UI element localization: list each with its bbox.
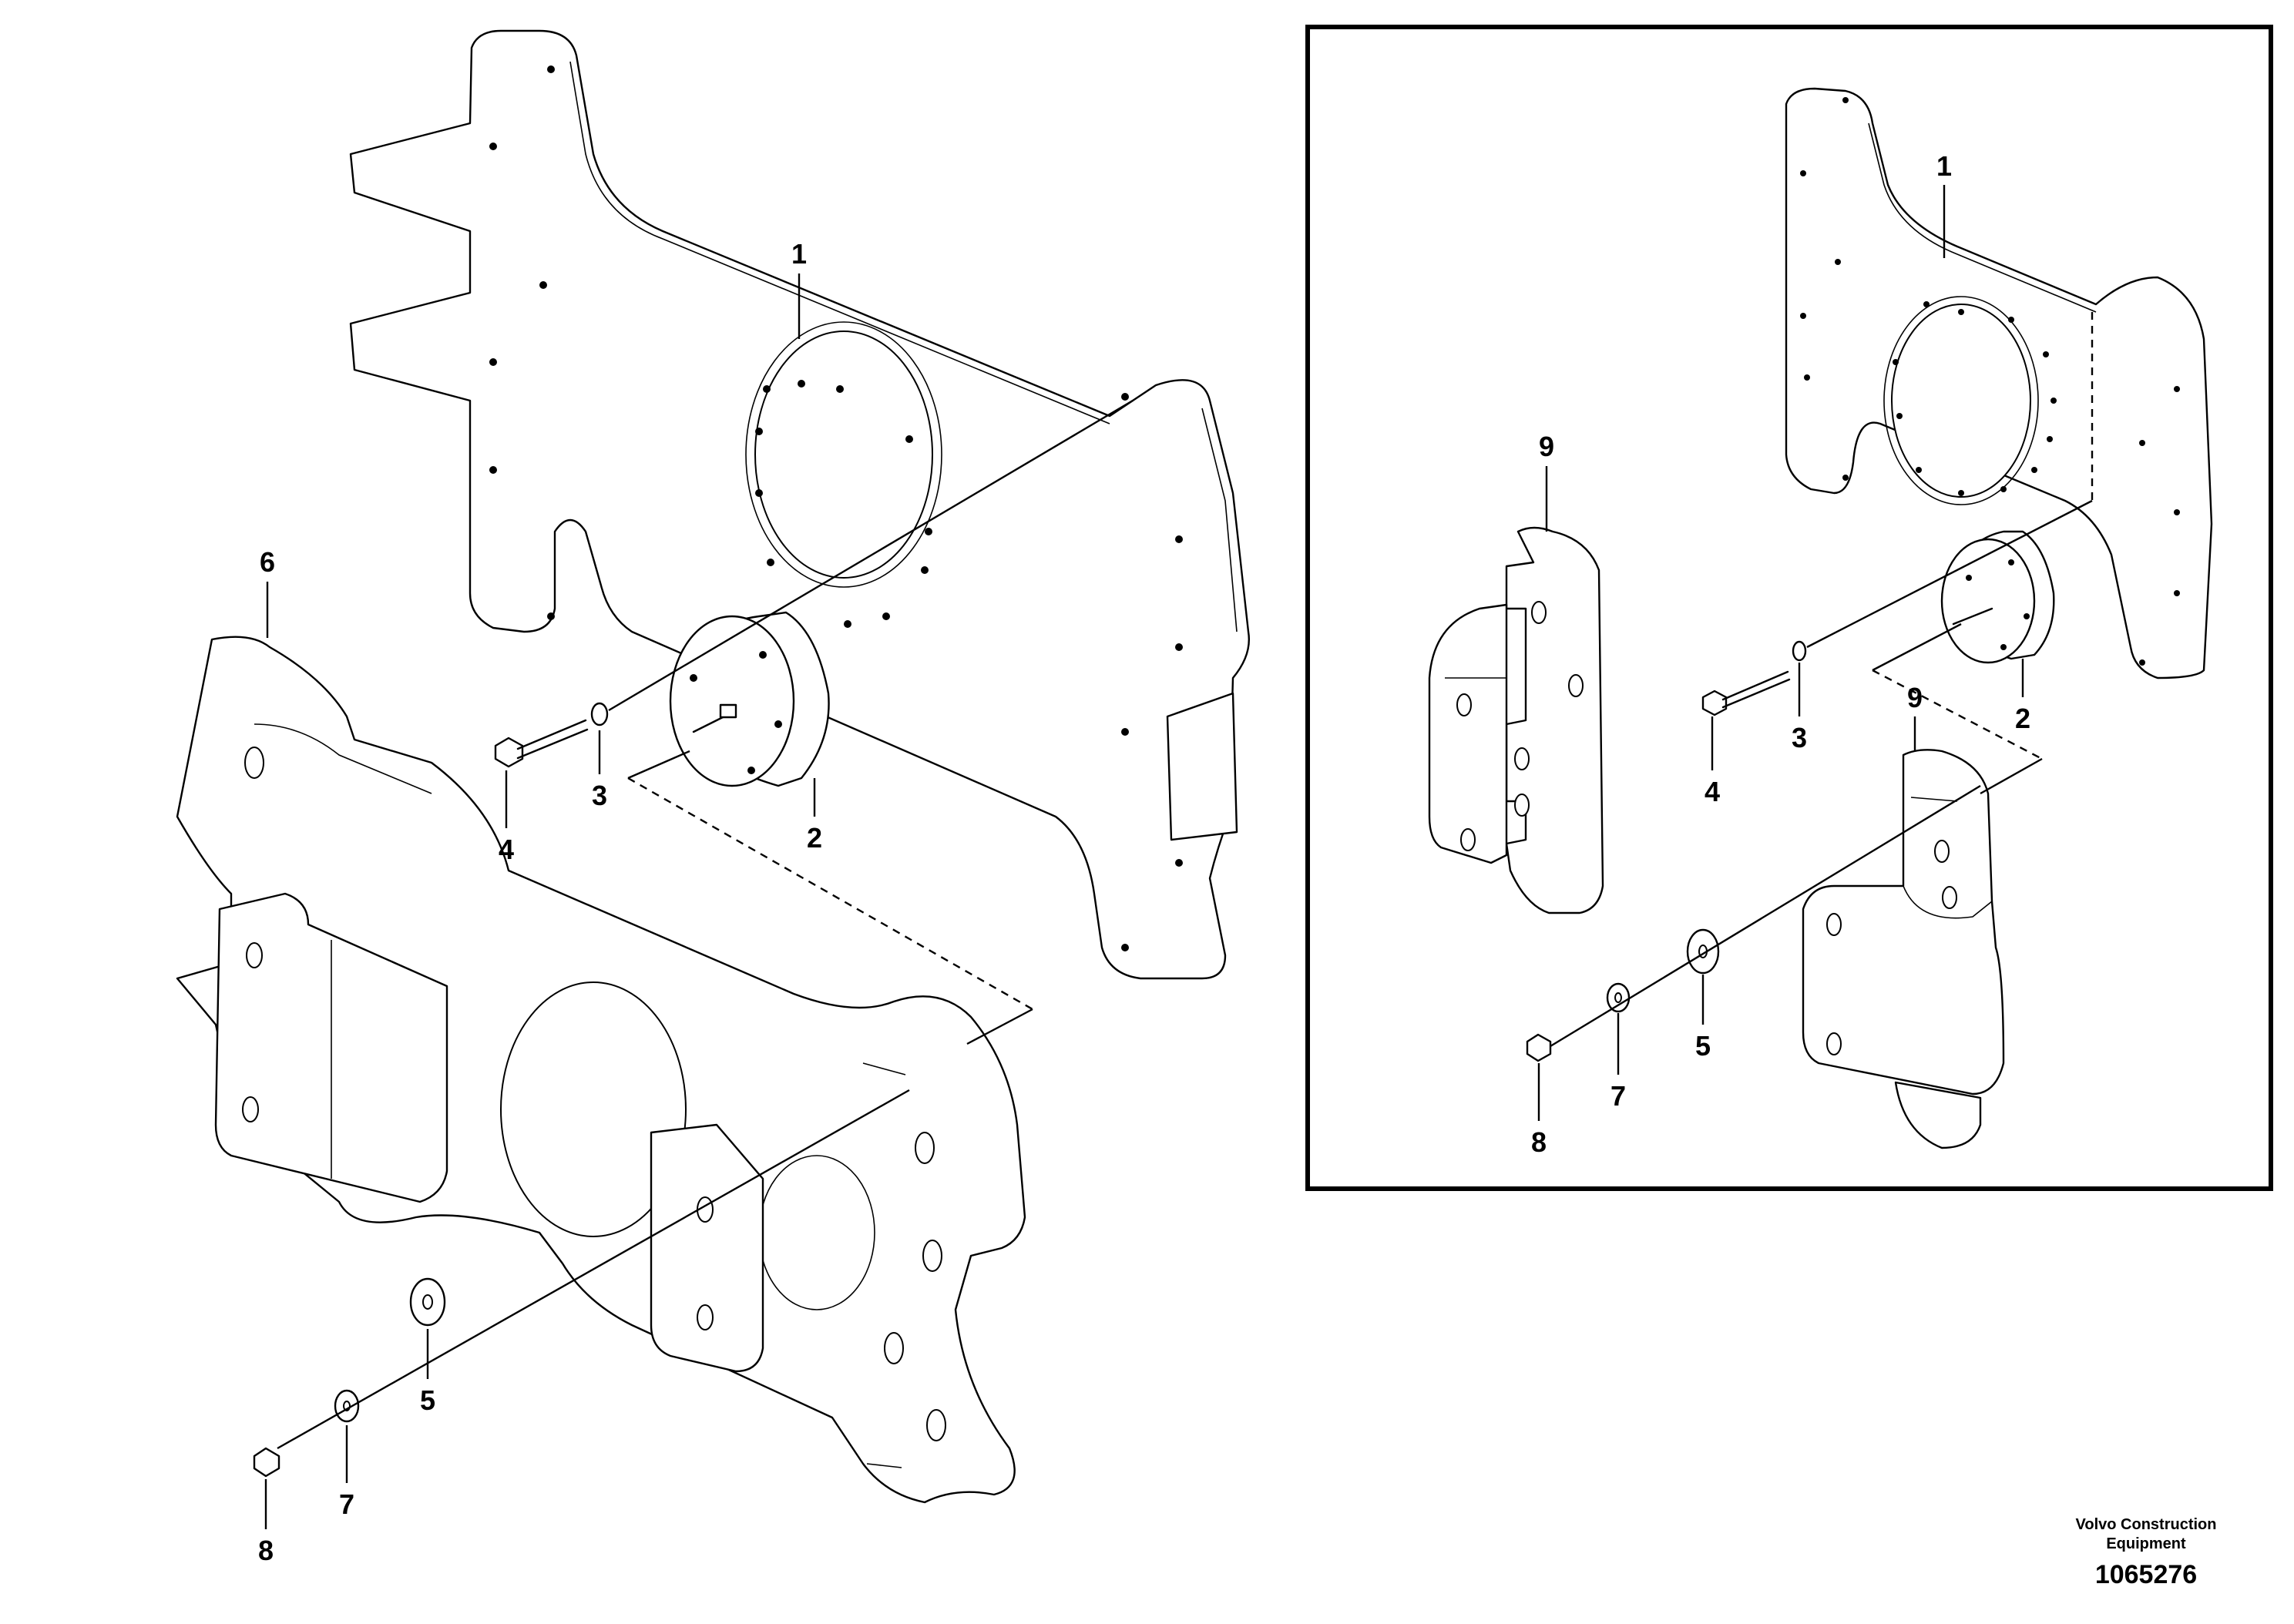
main-callout-1: 1: [791, 238, 807, 270]
main-callout-7: 7: [339, 1488, 354, 1520]
footer-brand: Volvo Construction Equipment 1065276: [2076, 1516, 2217, 1589]
inset-rubber-mount: [1940, 530, 2055, 664]
main-bolt-head: [494, 737, 524, 768]
lower-bracket: [176, 636, 1026, 1504]
inset-bracket-left: [1428, 526, 1604, 914]
inset-callout-5: 5: [1695, 1030, 1711, 1062]
inset-callout-8: 8: [1531, 1126, 1547, 1158]
main-callout-4: 4: [499, 834, 514, 865]
upper-plate-holes: [489, 65, 1183, 951]
inset-callout-7: 7: [1611, 1080, 1626, 1112]
inset-plate-holes: [1800, 97, 2180, 666]
inset-view: 1 2 3 4 5 7 8 9 9: [1305, 25, 2273, 1191]
main-callout-8: 8: [258, 1535, 274, 1566]
main-callout-6: 6: [260, 546, 275, 578]
inset-nut: [1526, 1033, 1552, 1062]
inset-frame: [1305, 25, 2273, 1191]
inset-callout-9-left: 9: [1539, 431, 1554, 462]
main-view: 1 2 3 4 5 6 7 8: [176, 29, 1250, 1566]
figure-number: 1065276: [2095, 1560, 2197, 1589]
inset-callout-4: 4: [1705, 776, 1720, 807]
inset-callout-1: 1: [1936, 150, 1952, 182]
main-callout-2: 2: [807, 822, 822, 854]
inset-lock-washer: [1792, 640, 1807, 662]
inset-callout-3: 3: [1792, 722, 1807, 753]
brand-line-1: Volvo Construction: [2076, 1516, 2217, 1533]
inset-callout-2: 2: [2015, 703, 2030, 734]
brand-line-2: Equipment: [2106, 1535, 2186, 1552]
main-lock-washer: [590, 702, 609, 726]
inset-bracket-right: [1802, 749, 2005, 1149]
inset-callout-9-right: 9: [1907, 682, 1923, 713]
rubber-mount: [669, 611, 830, 787]
main-nut: [253, 1447, 280, 1478]
main-callout-3: 3: [592, 780, 607, 811]
main-callout-5: 5: [420, 1384, 435, 1416]
inset-bolt-head: [1701, 690, 1728, 716]
inset-upper-plate: [1785, 87, 2213, 679]
inset-fasteners: [1526, 640, 1807, 1062]
upper-mounting-plate: [349, 29, 1250, 980]
main-fasteners: [253, 702, 609, 1478]
